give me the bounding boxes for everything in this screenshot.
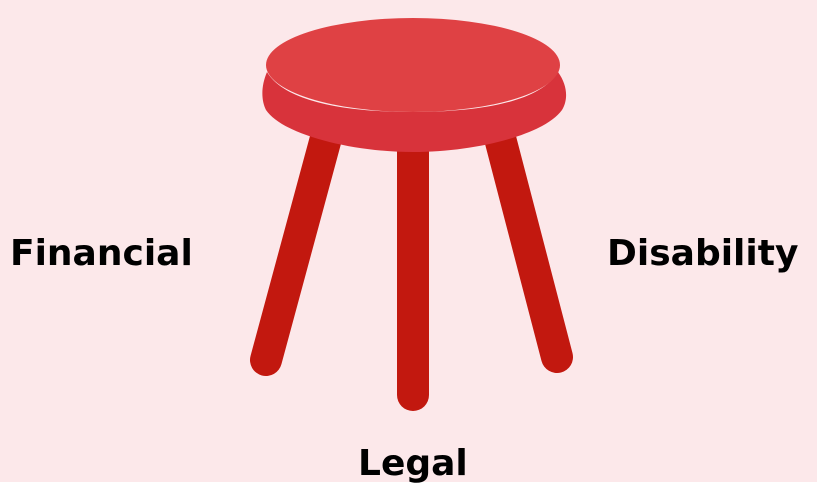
stool-seat-top <box>266 18 560 112</box>
label-financial: Financial <box>10 236 193 272</box>
label-disability: Disability <box>607 236 798 272</box>
label-legal: Legal <box>358 446 468 482</box>
